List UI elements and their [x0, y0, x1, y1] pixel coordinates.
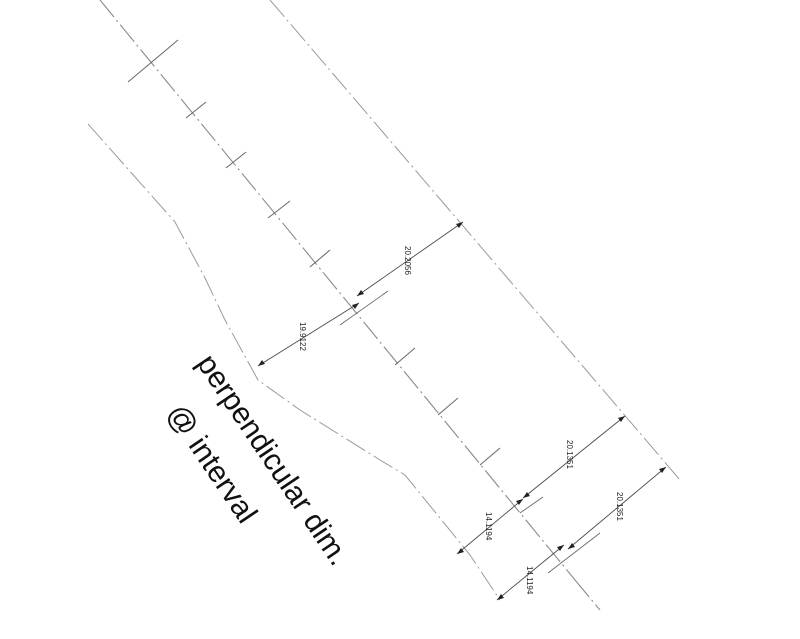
dim-label-20-1351-a: 20.1351: [565, 440, 574, 469]
dim-label-20-2056: 20.2056: [403, 246, 412, 275]
centerline-end: [574, 579, 601, 611]
centerline: [99, 0, 576, 581]
interval-ticks: [127, 39, 501, 466]
dimension-group-lower-2: 20.1351 14.1194: [496, 466, 667, 601]
dim-label-20-1351-b: 20.1351: [615, 492, 624, 521]
dim-label-14-1194-a: 14.1194: [484, 512, 493, 541]
dimension-group-upper: 20.2056 19.9122: [257, 221, 464, 367]
left-edge-line: [87, 123, 501, 601]
dim-label-19-9122: 19.9122: [298, 322, 307, 351]
dim-label-14-1194-b: 14.1194: [525, 566, 534, 595]
dimension-group-lower-1: 20.1351 14.1194: [456, 415, 626, 555]
right-edge-line: [269, 0, 681, 481]
